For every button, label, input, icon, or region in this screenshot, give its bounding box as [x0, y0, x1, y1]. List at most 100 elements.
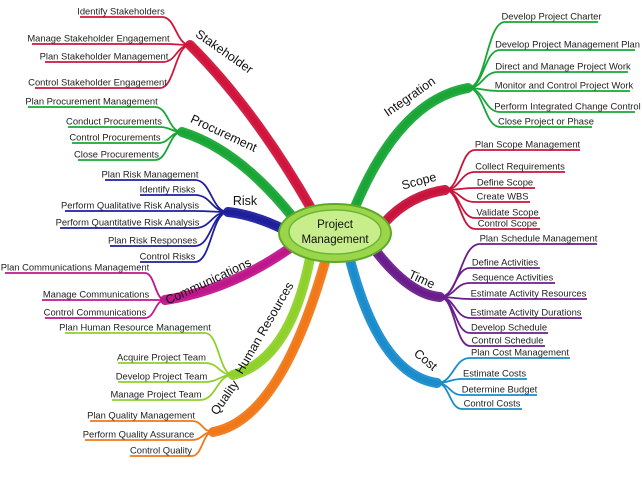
leaf-manage-communications[interactable]: Manage Communications [42, 289, 166, 301]
leaf-monitor-and-control-project-work[interactable]: Monitor and Control Project Work [467, 80, 634, 92]
leaf-connector [65, 332, 234, 376]
leaf-develop-project-team[interactable]: Develop Project Team [116, 371, 234, 383]
center-inner-ellipse [288, 209, 382, 255]
branch-trunk-core [179, 129, 298, 223]
center-title-line1: Project [317, 219, 354, 231]
leaf-identify-stakeholders[interactable]: Identify Stakeholders [77, 6, 191, 46]
leaf-control-costs[interactable]: Control Costs [436, 382, 522, 410]
leaf-label[interactable]: Perform Integrated Change Control [494, 101, 640, 112]
leaf-close-procurements[interactable]: Close Procurements [74, 131, 183, 161]
leaf-manage-stakeholder-engagement[interactable]: Manage Stakeholder Engagement [27, 33, 191, 46]
leaf-label[interactable]: Define Scope [477, 177, 533, 188]
leaf-control-schedule[interactable]: Control Schedule [439, 296, 545, 347]
leaf-label[interactable]: Monitor and Control Project Work [495, 80, 634, 91]
leaf-control-procurements[interactable]: Control Procurements [69, 131, 183, 144]
leaf-estimate-activity-durations[interactable]: Estimate Activity Durations [439, 296, 582, 319]
branch-trunk-core [187, 42, 315, 213]
leaf-label[interactable]: Control Procurements [69, 132, 160, 143]
leaf-connector [436, 378, 527, 384]
leaf-label[interactable]: Plan Schedule Management [480, 233, 598, 244]
leaf-label[interactable]: Perform Quality Assurance [83, 429, 195, 440]
leaf-control-quality[interactable]: Control Quality [130, 431, 214, 457]
leaf-close-project-or-phase[interactable]: Close Project or Phase [467, 87, 594, 128]
leaf-perform-quantitative-risk-analysis[interactable]: Perform Quantitative Risk Analysis [56, 211, 229, 229]
branch-label[interactable]: Integration [381, 74, 437, 119]
leaf-label[interactable]: Plan Procurement Management [25, 96, 158, 107]
leaf-label[interactable]: Control Communications [44, 307, 147, 318]
leaf-label[interactable]: Plan Quality Management [87, 410, 195, 421]
leaf-plan-communications-management[interactable]: Plan Communications Management [1, 262, 166, 301]
leaf-label[interactable]: Determine Budget [462, 384, 538, 395]
leaf-plan-stakeholder-management[interactable]: Plan Stakeholder Management [40, 44, 191, 63]
leaf-control-stakeholder-engagement[interactable]: Control Stakeholder Engagement [28, 44, 191, 89]
branch-label[interactable]: Cost [411, 346, 440, 374]
leaf-perform-qualitative-risk-analysis[interactable]: Perform Qualitative Risk Analysis [61, 200, 229, 213]
leaf-control-communications[interactable]: Control Communications [44, 299, 166, 319]
branch-trunk-core [230, 255, 313, 378]
leaf-label[interactable]: Identify Stakeholders [77, 6, 165, 17]
center-title-line2: Management [301, 234, 369, 246]
leaf-label[interactable]: Direct and Manage Project Work [495, 61, 631, 72]
leaf-conduct-procurements[interactable]: Conduct Procurements [66, 116, 183, 133]
leaf-label[interactable]: Plan Communications Management [1, 262, 150, 273]
leaf-connector [140, 211, 229, 263]
leaf-label[interactable]: Create WBS [476, 191, 528, 202]
leaf-label[interactable]: Control Costs [464, 398, 521, 409]
leaf-label[interactable]: Control Stakeholder Engagement [28, 77, 167, 88]
branch-trunk-core [372, 247, 443, 300]
leaf-label[interactable]: Develop Schedule [471, 322, 547, 333]
leaf-label[interactable]: Acquire Project Team [117, 352, 206, 363]
leaf-label[interactable]: Plan Risk Responses [108, 235, 197, 246]
leaf-label[interactable]: Plan Cost Management [471, 347, 569, 358]
leaf-label[interactable]: Sequence Activities [472, 272, 554, 283]
leaf-control-scope[interactable]: Control Scope [444, 189, 540, 230]
branch-trunk-core [210, 259, 328, 435]
leaf-connector [32, 43, 191, 46]
leaf-label[interactable]: Control Quality [130, 445, 192, 456]
leaf-label[interactable]: Control Schedule [472, 335, 544, 346]
leaf-label[interactable]: Plan Scope Management [475, 139, 581, 150]
leaf-label[interactable]: Plan Risk Management [102, 169, 199, 180]
center-node[interactable]: Project Management [278, 203, 392, 263]
leaf-label[interactable]: Identify Risks [140, 184, 196, 195]
leaf-connector [35, 44, 191, 89]
leaf-label[interactable]: Close Project or Phase [498, 116, 594, 127]
leaf-label[interactable]: Estimate Activity Resources [471, 288, 587, 299]
leaf-label[interactable]: Validate Scope [476, 207, 538, 218]
leaf-label[interactable]: Develop Project Team [116, 371, 208, 382]
leaf-label[interactable]: Collect Requirements [475, 161, 565, 172]
leaf-estimate-activity-resources[interactable]: Estimate Activity Resources [439, 288, 587, 300]
leaf-control-risks[interactable]: Control Risks [140, 211, 229, 263]
leaf-label[interactable]: Develop Project Charter [501, 11, 601, 22]
leaf-label[interactable]: Develop Project Management Plan [495, 39, 640, 50]
leaf-label[interactable]: Manage Communications [43, 289, 150, 300]
leaf-connector [78, 131, 183, 161]
leaf-label[interactable]: Conduct Procurements [66, 116, 162, 127]
branch-label[interactable]: Risk [233, 194, 258, 208]
leaf-label[interactable]: Close Procurements [74, 149, 159, 160]
leaf-manage-project-team[interactable]: Manage Project Team [110, 374, 234, 401]
leaf-label[interactable]: Estimate Activity Durations [471, 307, 582, 318]
leaf-label[interactable]: Manage Stakeholder Engagement [27, 33, 170, 44]
leaf-label[interactable]: Define Activities [472, 257, 538, 268]
leaf-label[interactable]: Plan Stakeholder Management [40, 51, 169, 62]
leaf-perform-quality-assurance[interactable]: Perform Quality Assurance [83, 429, 214, 441]
leaf-label[interactable]: Plan Human Resource Management [59, 322, 211, 333]
leaf-label[interactable]: Perform Quantitative Risk Analysis [56, 217, 200, 228]
leaf-connector [467, 21, 598, 89]
branch-label[interactable]: Quality [208, 377, 242, 418]
leaf-determine-budget[interactable]: Determine Budget [436, 382, 538, 396]
leaf-label[interactable]: Perform Qualitative Risk Analysis [61, 200, 199, 211]
leaf-label[interactable]: Manage Project Team [110, 389, 201, 400]
leaf-label[interactable]: Control Scope [478, 218, 537, 229]
branch-trunk [380, 185, 450, 227]
leaf-plan-human-resource-management[interactable]: Plan Human Resource Management [59, 322, 234, 376]
leaf-label[interactable]: Estimate Costs [463, 368, 526, 379]
leaf-label[interactable]: Control Risks [140, 251, 196, 262]
leaf-connector [5, 272, 166, 301]
